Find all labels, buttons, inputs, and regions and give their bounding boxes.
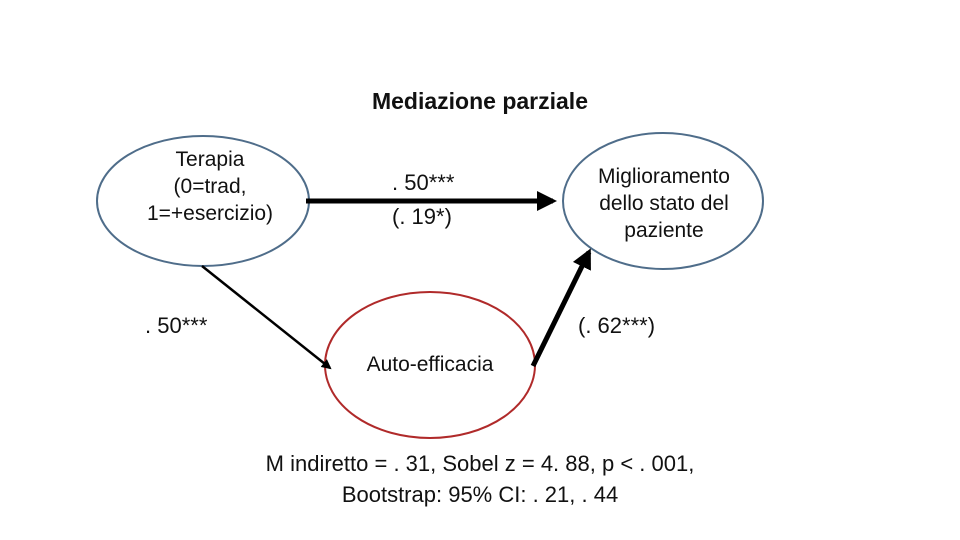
outcome-node-ellipse [562, 132, 764, 270]
b-path-coefficient: (. 62***) [578, 313, 656, 338]
b-path-arrow [530, 248, 592, 368]
outcome-label-line: Miglioramento [598, 165, 730, 188]
a-path-arrow [201, 265, 332, 370]
mediator-node-label: Auto-efficacia [340, 351, 520, 378]
outcome-label-line: paziente [624, 219, 704, 242]
bootstrap-ci-stats: Bootstrap: 95% CI: . 21, . 44 [341, 482, 619, 507]
direct-path-controlled-coefficient: (. 19*) [392, 204, 452, 229]
outcome-label-line: dello stato del [599, 192, 729, 215]
diagram-title: Mediazione parziale [371, 88, 588, 114]
mediator-label-line: Auto-efficacia [366, 353, 494, 376]
outcome-node-label: Miglioramento dello stato del paziente [560, 163, 768, 244]
treatment-node-label: Terapia (0=trad, 1=+esercizio) [110, 146, 310, 227]
direct-path-coefficient: . 50*** [392, 170, 455, 195]
treatment-label-line: Terapia [175, 148, 245, 171]
treatment-label-line: 1=+esercizio) [146, 202, 274, 225]
indirect-effect-stats: M indiretto = . 31, Sobel z = 4. 88, p <… [265, 451, 695, 476]
a-path-coefficient: . 50*** [145, 313, 208, 338]
treatment-label-line: (0=trad, [173, 175, 247, 198]
